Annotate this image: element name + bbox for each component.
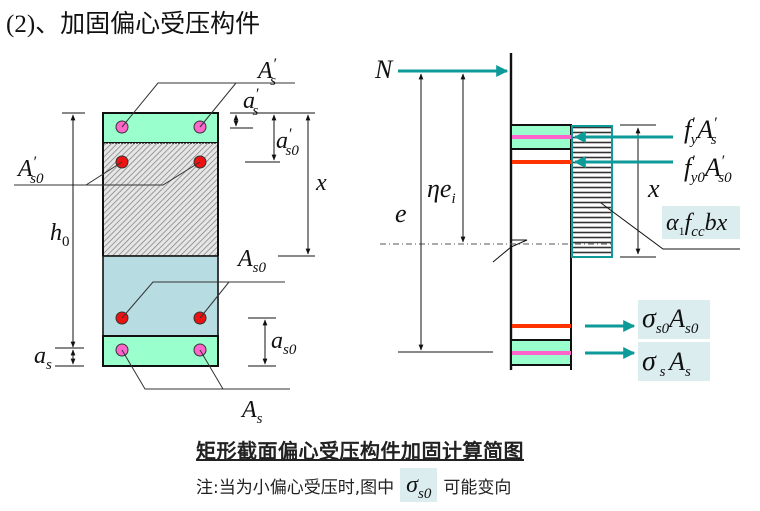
label-As: As	[240, 397, 263, 427]
label-As-prime: A′s	[256, 56, 277, 89]
label-x-left: x	[315, 170, 327, 196]
label-as0-prime: a′s0	[276, 126, 299, 159]
figure-caption: 矩形截面偏心受压构件加固计算简图	[196, 439, 524, 463]
left-cross-section: A′s a′s a′s0 A′s0 x h0 As0 as0 as As	[14, 56, 327, 427]
as-prime-dimension	[230, 112, 315, 367]
label-fy0-As0: f′y0A′s0	[684, 153, 732, 186]
note-suffix: 可能变向	[443, 477, 512, 498]
page-title: (2)、加固偏心受压构件	[6, 11, 261, 38]
leader-lines	[14, 82, 295, 390]
label-N: N	[374, 55, 394, 84]
label-alpha-fcc-bx: α1fccbx	[666, 210, 728, 240]
note-symbol: σs0	[400, 468, 438, 502]
label-as: as	[34, 343, 52, 373]
label-e: e	[395, 199, 407, 228]
label-eta-ei: ηei	[427, 174, 456, 207]
concrete-stress-block	[571, 125, 613, 258]
right-stress-diagram: N ηei e f′yA′s f′y0A′s0 x α1fccbx σs0As0…	[374, 53, 740, 381]
label-h0: h0	[50, 220, 70, 250]
h0-dimension	[55, 112, 85, 367]
note-symbol-main: σ	[406, 472, 418, 498]
label-as-prime: a′s	[243, 86, 259, 119]
label-As0: As0	[236, 246, 267, 276]
figure-note: 注:当为小偏心受压时,图中 σs0 可能变向	[196, 468, 511, 502]
label-as0: as0	[271, 328, 297, 358]
label-fy-As: f′yA′s	[684, 115, 717, 148]
note-symbol-sub: s0	[417, 485, 432, 502]
note-prefix: 注:当为小偏心受压时,图中	[196, 477, 395, 498]
label-x-right: x	[647, 174, 660, 203]
label-As0-prime: A′s0	[16, 154, 44, 187]
